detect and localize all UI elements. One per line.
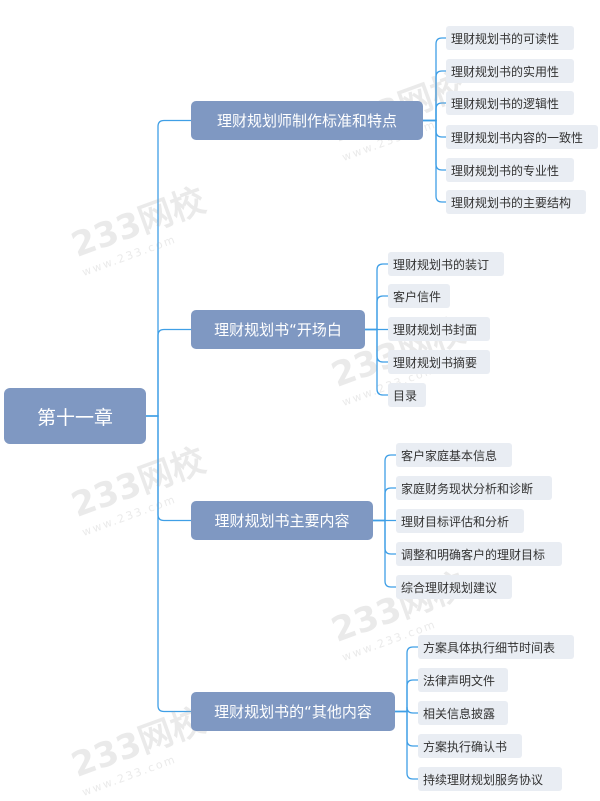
leaf-node[interactable]: 方案具体执行细节时间表 (418, 635, 574, 659)
watermark-text: 233网校 (66, 180, 211, 266)
leaf-node[interactable]: 理财目标评估和分析 (396, 509, 524, 533)
branch-leaf-connector (423, 119, 446, 138)
branch-leaf-connector (395, 646, 418, 713)
root-branch-connector (146, 415, 191, 522)
branch-node-other-content[interactable]: 理财规划书的“其他内容 (191, 692, 395, 731)
branch-leaf-connector (365, 295, 388, 331)
root-branch-connector (146, 415, 191, 713)
branch-leaf-connector (423, 70, 446, 122)
branch-leaf-connector (423, 119, 446, 171)
leaf-node[interactable]: 理财规划书封面 (388, 317, 490, 341)
root-branch-connector (146, 328, 191, 417)
watermark-text: 233网校 (66, 440, 211, 526)
leaf-node[interactable]: 理财规划书内容的一致性 (446, 125, 598, 149)
leaf-node[interactable]: 客户信件 (388, 284, 450, 308)
leaf-node[interactable]: 理财规划书的主要结构 (446, 190, 586, 214)
branch-leaf-connector (423, 119, 446, 203)
watermark-url: www.233.com (80, 752, 179, 799)
watermark-url: www.233.com (80, 232, 179, 279)
leaf-node[interactable]: 家庭财务现状分析和诊断 (396, 476, 552, 500)
leaf-node[interactable]: 目录 (388, 383, 426, 407)
branch-leaf-connector (395, 679, 418, 713)
leaf-node[interactable]: 理财规划书的实用性 (446, 59, 574, 83)
branch-leaf-connector (373, 519, 396, 588)
leaf-node[interactable]: 理财规划书的装订 (388, 252, 504, 276)
leaf-node[interactable]: 综合理财规划建议 (396, 575, 512, 599)
branch-leaf-connector (423, 37, 446, 122)
leaf-node[interactable]: 理财规划书的可读性 (446, 26, 574, 50)
branch-node-opening[interactable]: 理财规划书“开场白 (191, 310, 365, 349)
branch-node-standards[interactable]: 理财规划师制作标准和特点 (191, 101, 423, 140)
leaf-node[interactable]: 理财规划书摘要 (388, 350, 490, 374)
leaf-node[interactable]: 理财规划书的专业性 (446, 158, 574, 182)
leaf-node[interactable]: 客户家庭基本信息 (396, 443, 512, 467)
branch-leaf-connector (365, 328, 388, 396)
branch-leaf-connector (373, 454, 396, 522)
watermark-text: 233网校 (66, 700, 211, 786)
branch-leaf-connector (365, 263, 388, 331)
branch-leaf-connector (395, 710, 418, 780)
leaf-node[interactable]: 相关信息披露 (418, 701, 508, 725)
branch-leaf-connector (423, 102, 446, 122)
branch-leaf-connector (373, 487, 396, 522)
root-node[interactable]: 第十一章 (4, 388, 146, 444)
branch-node-main-content[interactable]: 理财规划书主要内容 (191, 501, 373, 540)
leaf-node[interactable]: 理财规划书的逻辑性 (446, 91, 574, 115)
branch-leaf-connector (365, 328, 388, 363)
leaf-node[interactable]: 方案执行确认书 (418, 734, 522, 758)
leaf-node[interactable]: 调整和明确客户的理财目标 (396, 542, 562, 566)
leaf-node[interactable]: 持续理财规划服务协议 (418, 767, 562, 791)
branch-leaf-connector (395, 710, 418, 747)
branch-leaf-connector (373, 519, 396, 555)
leaf-node[interactable]: 法律声明文件 (418, 668, 508, 692)
branch-leaf-connector (395, 706, 418, 714)
root-branch-connector (146, 119, 191, 417)
